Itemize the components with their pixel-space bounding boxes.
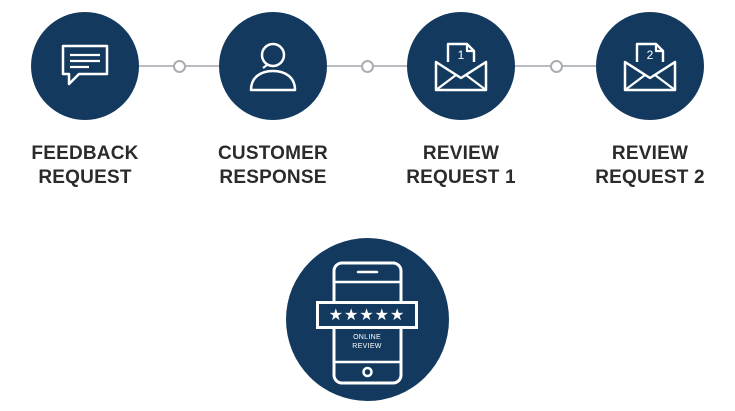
step-label-feedback-request: FEEDBACK REQUEST (10, 142, 160, 190)
envelope-badge: 2 (647, 48, 654, 62)
step-circle-customer-response (219, 12, 327, 120)
connector-dot-3 (550, 60, 563, 73)
step-circle-feedback-request (31, 12, 139, 120)
step-label-line1: REVIEW (422, 143, 500, 164)
chat-bubble-icon (61, 44, 109, 86)
star-rating-icon: ★★★★★ (328, 305, 406, 324)
step-label-line2: REQUEST 1 (406, 167, 516, 188)
person-icon (249, 42, 297, 92)
connector-dot-1 (173, 60, 186, 73)
step-label-line2: RESPONSE (219, 167, 327, 188)
step-label-line2: REQUEST (38, 167, 132, 188)
step-label-line1: CUSTOMER (218, 143, 328, 164)
step-label-customer-response: CUSTOMER RESPONSE (198, 142, 348, 190)
step-label-line2: REQUEST 2 (595, 167, 705, 188)
step-label-line1: REVIEW (611, 143, 689, 164)
step-circle-review-request-1: 1 (407, 12, 515, 120)
online-review-label-line1: ONLINE (353, 334, 381, 341)
step-circle-review-request-2: 2 (596, 12, 704, 120)
step-label-line1: FEEDBACK (31, 143, 139, 164)
connector-dot-2 (361, 60, 374, 73)
online-review-label-line2: REVIEW (352, 343, 382, 350)
star-rating-strip: ★★★★★ (316, 301, 418, 329)
step-label-review-request-1: REVIEW REQUEST 1 (386, 142, 536, 190)
envelope-letter-icon: 1 (434, 42, 488, 92)
envelope-badge: 1 (458, 48, 465, 62)
online-review-label: ONLINE REVIEW (335, 333, 399, 351)
envelope-letter-icon: 2 (623, 42, 677, 92)
step-label-review-request-2: REVIEW REQUEST 2 (575, 142, 725, 190)
